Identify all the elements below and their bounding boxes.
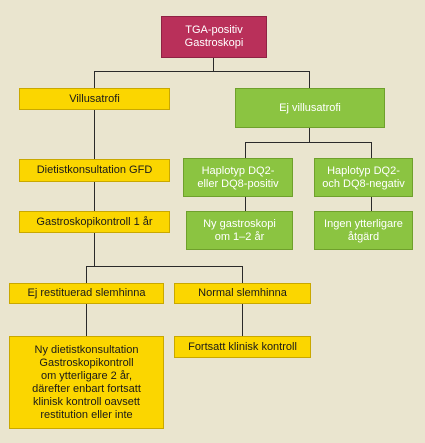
connector-ejvillus-down [309, 128, 310, 143]
node-ny-dietistkonsultation-label: Ny dietistkonsultation Gastroskopikontro… [32, 343, 141, 421]
connector-root-right [309, 71, 310, 88]
node-normal-slemhinna-label: Normal slemhinna [198, 287, 287, 299]
node-ingen-atgard-label: Ingen ytterligare åtgärd [324, 217, 403, 243]
node-villusatrofi: Villusatrofi [19, 88, 170, 110]
node-ny-gastroskopi-label: Ny gastroskopi om 1–2 år [203, 217, 276, 243]
connector-ejvillus-left [245, 142, 246, 158]
connector-ejvillus-h [245, 142, 372, 143]
connector-ejvillus-right [371, 142, 372, 158]
connector-root-h [94, 71, 310, 72]
connector-haplopos-down [245, 197, 246, 211]
node-dietistkonsultation: Dietistkonsultation GFD [19, 159, 170, 182]
connector-kontroll-right [242, 266, 243, 283]
connector-villus-dietist [94, 110, 95, 159]
node-fortsatt-klinisk-kontroll-label: Fortsatt klinisk kontroll [188, 340, 297, 353]
connector-kontroll-down [94, 233, 95, 267]
connector-ejrest-down [86, 304, 87, 336]
connector-root-left [94, 71, 95, 88]
node-dietistkonsultation-label: Dietistkonsultation GFD [36, 164, 153, 176]
connector-kontroll-left [86, 266, 87, 283]
node-tga-positiv: TGA-positiv Gastroskopi [161, 16, 267, 58]
node-fortsatt-klinisk-kontroll: Fortsatt klinisk kontroll [174, 336, 311, 358]
node-ej-villusatrofi: Ej villusatrofi [235, 88, 385, 128]
node-villusatrofi-label: Villusatrofi [69, 92, 120, 105]
node-gastroskopikontroll: Gastroskopikontroll 1 år [19, 211, 170, 233]
node-ej-restituerad: Ej restituerad slemhinna [9, 283, 164, 304]
node-ingen-atgard: Ingen ytterligare åtgärd [314, 211, 413, 250]
node-haplotyp-negativ-label: Haplotyp DQ2- och DQ8-negativ [322, 164, 405, 190]
connector-haploneg-down [371, 197, 372, 211]
node-gastroskopikontroll-label: Gastroskopikontroll 1 år [36, 215, 153, 228]
node-normal-slemhinna: Normal slemhinna [174, 283, 311, 304]
node-haplotyp-positiv: Haplotyp DQ2- eller DQ8-positiv [183, 158, 293, 197]
connector-normal-down [242, 304, 243, 336]
node-tga-positiv-label: TGA-positiv Gastroskopi [184, 24, 244, 49]
node-ej-villusatrofi-label: Ej villusatrofi [279, 101, 341, 114]
node-haplotyp-negativ: Haplotyp DQ2- och DQ8-negativ [314, 158, 413, 197]
node-ny-dietistkonsultation: Ny dietistkonsultation Gastroskopikontro… [9, 336, 164, 429]
node-haplotyp-positiv-label: Haplotyp DQ2- eller DQ8-positiv [197, 164, 279, 190]
connector-root-down [213, 58, 214, 72]
connector-dietist-kontroll [94, 182, 95, 211]
node-ej-restituerad-label: Ej restituerad slemhinna [27, 287, 146, 299]
connector-kontroll-h [86, 266, 243, 267]
node-ny-gastroskopi: Ny gastroskopi om 1–2 år [186, 211, 293, 250]
